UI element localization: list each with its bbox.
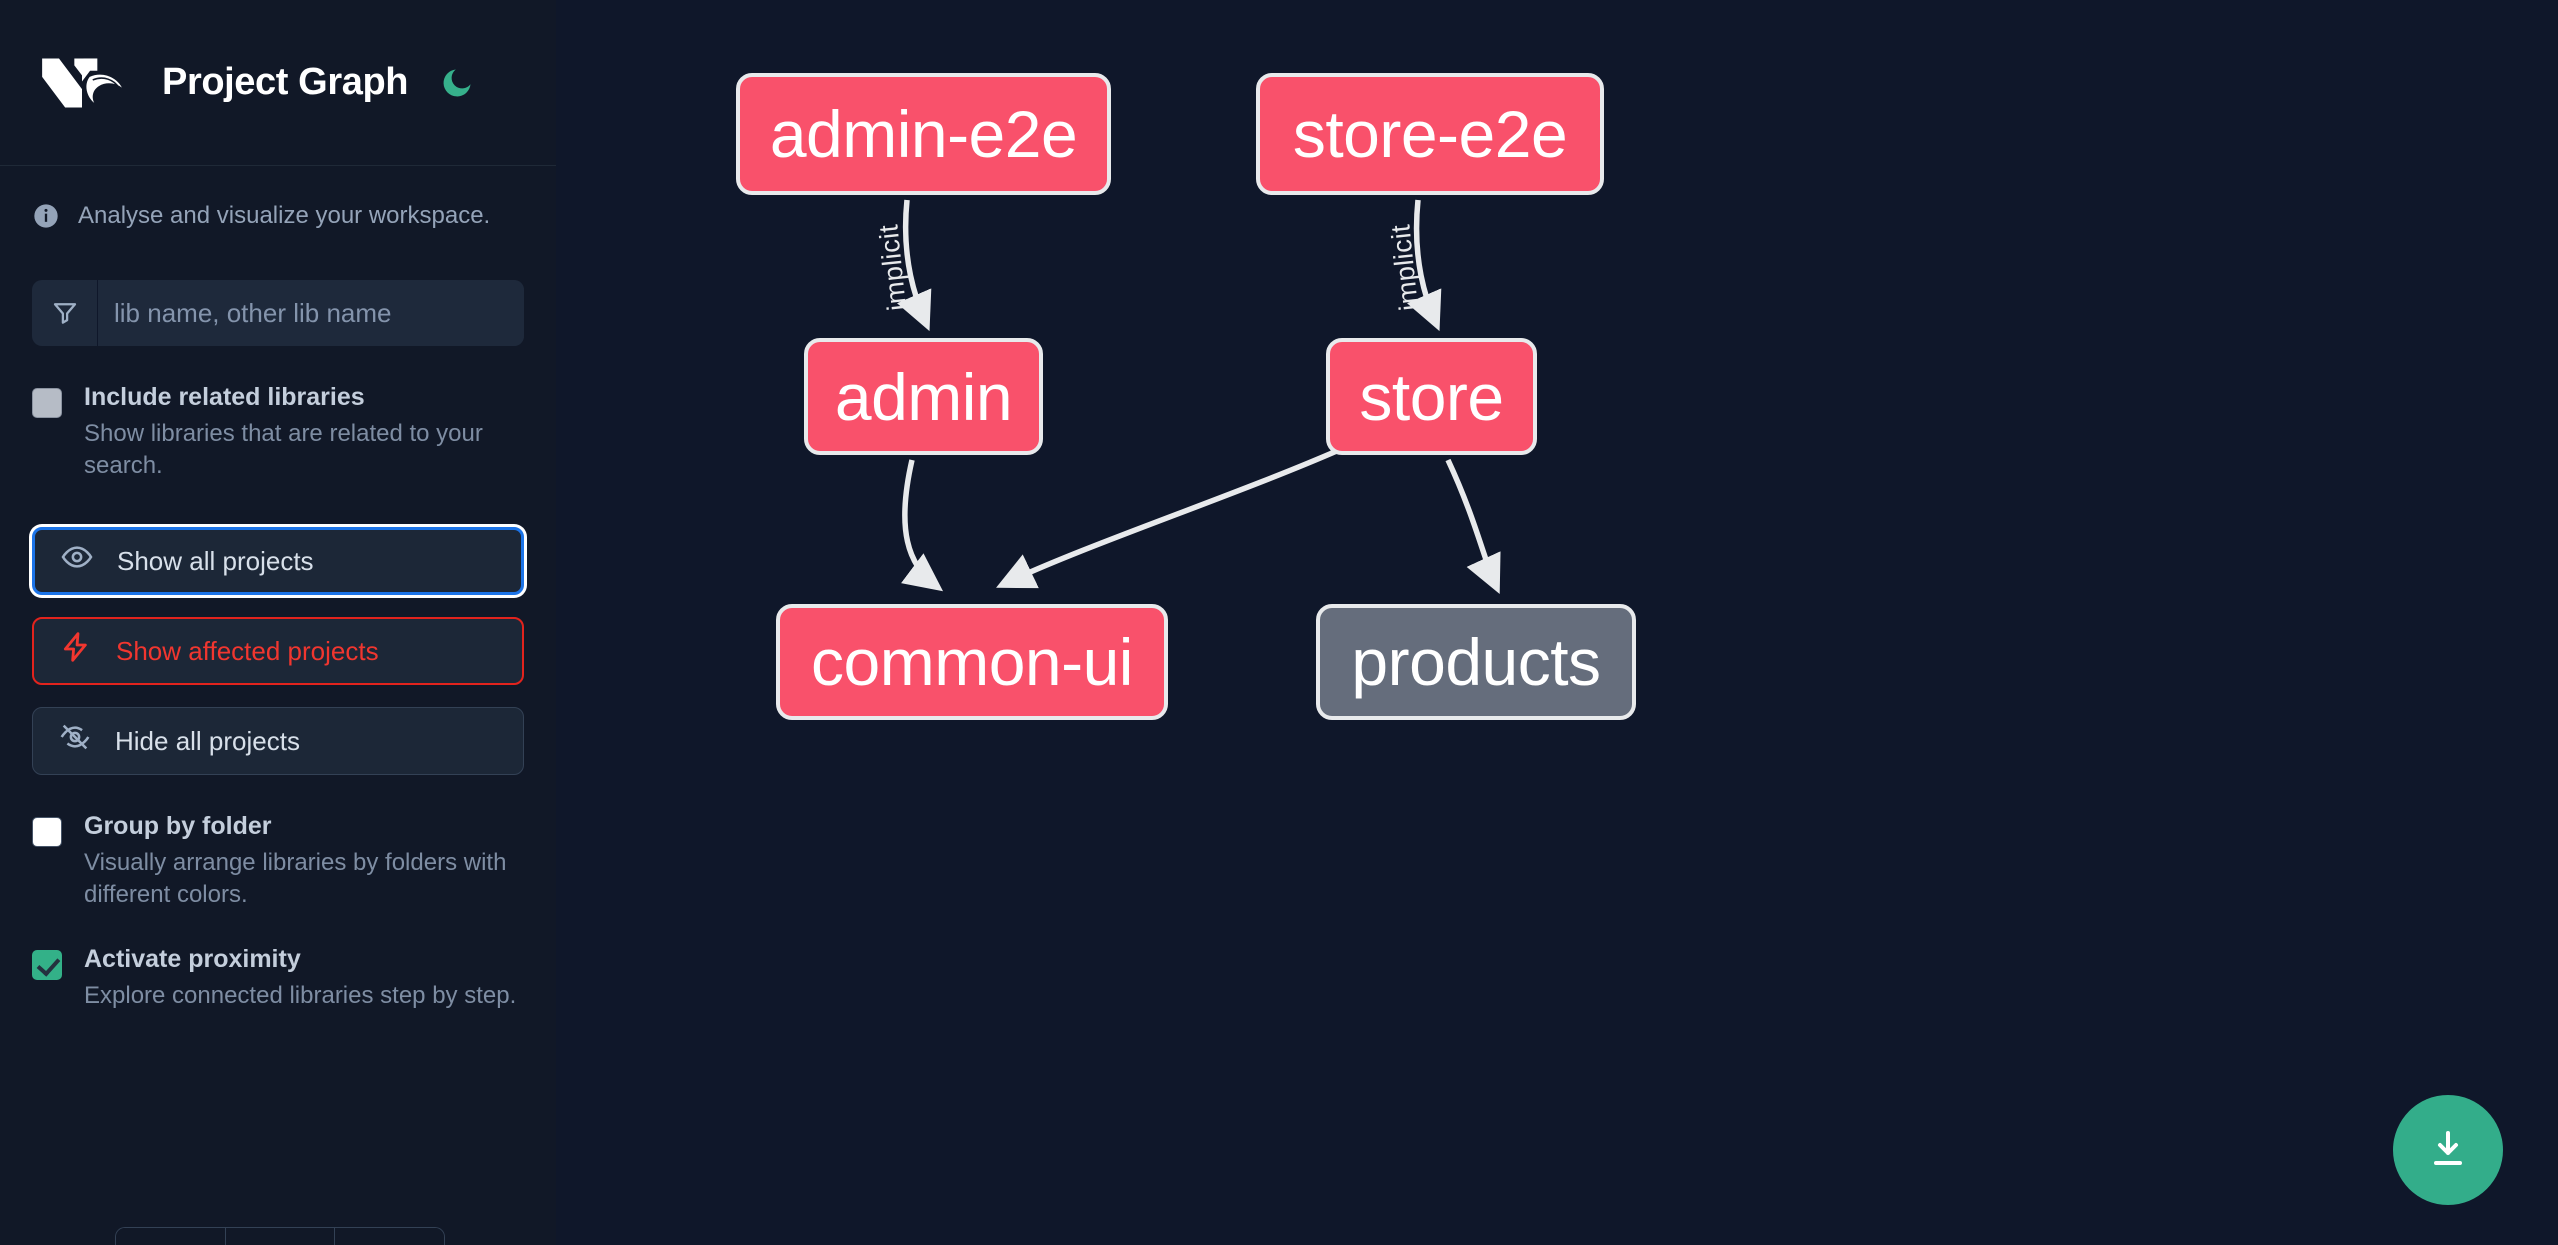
graph-node-store-e2e[interactable]: store-e2e bbox=[1256, 73, 1604, 195]
option-include-related-libraries[interactable]: Include related libraries Show libraries… bbox=[32, 382, 524, 483]
option-desc: Show libraries that are related to your … bbox=[84, 420, 483, 480]
option-title: Activate proximity bbox=[84, 944, 301, 973]
download-icon bbox=[2424, 1125, 2472, 1176]
group-by-folder-checkbox[interactable] bbox=[32, 816, 62, 847]
hide-all-projects-label: Hide all projects bbox=[115, 725, 300, 756]
moon-icon[interactable] bbox=[434, 60, 480, 106]
node-label: admin bbox=[834, 359, 1013, 434]
option-desc: Explore connected libraries step by step… bbox=[84, 981, 517, 1009]
show-affected-projects-button[interactable]: Show affected projects bbox=[32, 616, 524, 685]
edge-admin-common-ui bbox=[901, 459, 944, 592]
show-all-projects-label: Show all projects bbox=[117, 545, 314, 576]
analyse-row: Analyse and visualize your workspace. bbox=[32, 166, 524, 230]
eye-icon bbox=[61, 541, 93, 580]
edge-store-common-ui bbox=[996, 447, 1341, 589]
segment-option[interactable] bbox=[116, 1228, 226, 1245]
show-affected-projects-label: Show affected projects bbox=[116, 635, 379, 666]
option-title: Include related libraries bbox=[84, 383, 365, 411]
option-activate-proximity[interactable]: Activate proximity Explore connected lib… bbox=[32, 944, 524, 1012]
graph-canvas[interactable]: admin-e2e store-e2e admin store common-u… bbox=[556, 0, 2558, 1245]
include-related-libraries-checkbox[interactable] bbox=[32, 388, 62, 418]
edge-label-admin-implicit: implicit bbox=[873, 222, 913, 313]
lightning-icon bbox=[60, 631, 92, 670]
node-label: products bbox=[1351, 625, 1601, 699]
hide-all-projects-button[interactable]: Hide all projects bbox=[32, 706, 524, 775]
node-label: common-ui bbox=[811, 625, 1133, 699]
graph-node-admin-e2e[interactable]: admin-e2e bbox=[736, 73, 1111, 195]
option-group-by-folder[interactable]: Group by folder Visually arrange librari… bbox=[32, 811, 524, 912]
graph-node-admin[interactable]: admin bbox=[804, 338, 1043, 455]
node-label: store bbox=[1359, 359, 1504, 434]
edge-store-products bbox=[1445, 458, 1501, 594]
node-label: store-e2e bbox=[1292, 97, 1568, 171]
graph-node-common-ui[interactable]: common-ui bbox=[776, 604, 1168, 720]
graph-node-store[interactable]: store bbox=[1326, 338, 1537, 455]
filter-icon bbox=[32, 280, 98, 346]
node-label: admin-e2e bbox=[769, 97, 1078, 171]
eye-off-icon bbox=[59, 721, 91, 760]
edge-label-store-implicit: implicit bbox=[1385, 222, 1425, 313]
sidebar-header: Project Graph bbox=[0, 0, 556, 166]
proximity-segmented-control[interactable] bbox=[115, 1227, 445, 1245]
option-desc: Visually arrange libraries by folders wi… bbox=[84, 848, 507, 909]
search-input[interactable] bbox=[98, 280, 524, 346]
sidebar-body: Analyse and visualize your workspace. In… bbox=[0, 166, 556, 1012]
analyse-text: Analyse and visualize your workspace. bbox=[78, 202, 491, 229]
show-all-projects-button[interactable]: Show all projects bbox=[32, 526, 524, 595]
activate-proximity-checkbox[interactable] bbox=[32, 949, 62, 980]
segment-option[interactable] bbox=[225, 1228, 336, 1245]
info-icon bbox=[32, 202, 60, 230]
graph-node-products[interactable]: products bbox=[1316, 604, 1636, 720]
nx-logo-icon bbox=[36, 52, 128, 114]
page-title: Project Graph bbox=[162, 61, 409, 103]
sidebar: Project Graph Analyse and visualize your… bbox=[0, 0, 556, 1245]
option-title: Group by folder bbox=[84, 811, 272, 840]
projects-button-group: Show all projects Show affected projects bbox=[32, 526, 524, 775]
segment-option[interactable] bbox=[335, 1228, 444, 1245]
download-image-button[interactable] bbox=[2393, 1095, 2503, 1205]
filter-field[interactable] bbox=[32, 280, 524, 346]
